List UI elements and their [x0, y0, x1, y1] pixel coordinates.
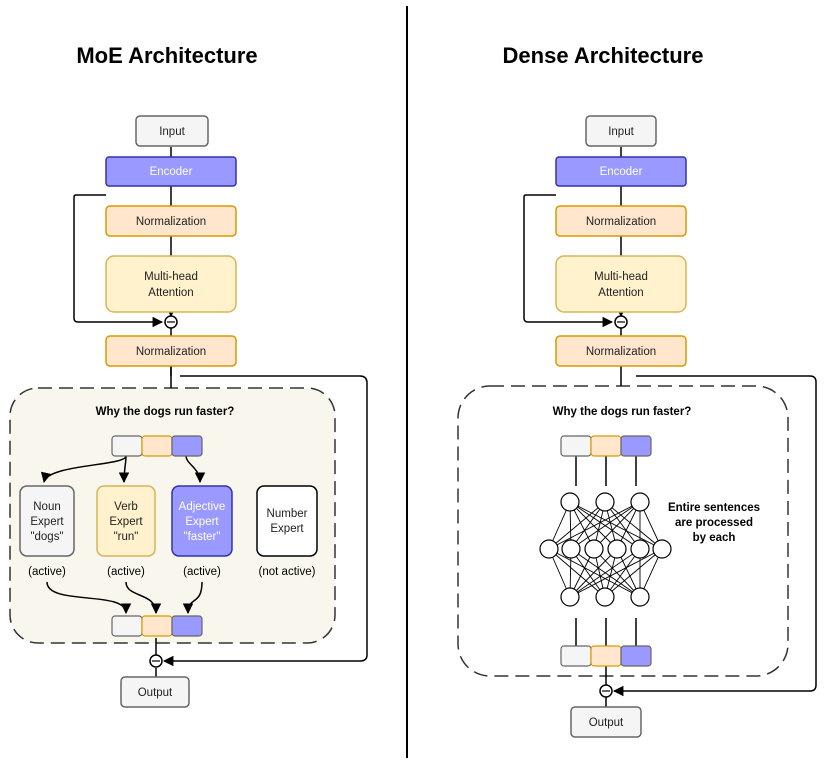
moe-out-token-adjective: [171, 615, 203, 637]
dense-attention-label-2: Attention: [598, 287, 643, 299]
number-expert-box: [256, 485, 318, 557]
adjective-expert-line-1: Adjective: [179, 501, 226, 513]
noun-expert-line-3: "dogs": [30, 531, 63, 543]
adjective-expert-box: [171, 485, 233, 557]
number-expert-line-1: Number: [267, 508, 308, 520]
dense-residual-line: [523, 194, 614, 328]
dense-output-label: Output: [589, 717, 624, 729]
verb-expert-status: (active): [107, 566, 145, 578]
moe-route-arrow: [118, 455, 130, 484]
moe-residual-line: [73, 194, 164, 328]
dense-norm1-label: Normalization: [586, 216, 656, 228]
moe-encoder-box: [105, 156, 237, 187]
verb-expert-line-3: "run": [114, 531, 139, 543]
dense-token-1: [560, 435, 592, 457]
moe-attention-label-1: Multi-head: [144, 271, 198, 283]
adjective-expert-line-3: "faster": [184, 531, 221, 543]
moe-output-label: Output: [138, 687, 173, 699]
dense-output-box: [570, 706, 642, 738]
verb-expert-line-1: Verb: [114, 501, 138, 513]
noun-expert-line-2: Expert: [30, 516, 64, 528]
dense-input-box: [585, 115, 657, 147]
moe-input-label: Input: [159, 126, 185, 138]
moe-title: MoE Architecture: [76, 43, 257, 68]
number-expert-status: (not active): [259, 566, 316, 578]
moe-merge-arrow: [182, 581, 203, 615]
moe-norm1-label: Normalization: [136, 216, 206, 228]
moe-out-token-noun: [111, 615, 143, 637]
dense-note-line-2: are processed: [675, 517, 753, 529]
verb-expert-line-2: Expert: [109, 516, 143, 528]
moe-norm2-label: Normalization: [136, 346, 206, 358]
dense-encoder-label: Encoder: [600, 166, 643, 178]
dense-attention-label-1: Multi-head: [594, 271, 648, 283]
dense-note-line-3: by each: [693, 532, 736, 544]
moe-token-noun: [111, 435, 143, 457]
moe-output-box: [120, 676, 190, 708]
dense-out-token-1: [560, 645, 592, 667]
adjective-expert-status: (active): [183, 566, 221, 578]
moe-route-arrow: [40, 455, 127, 484]
dense-norm2-label: Normalization: [586, 346, 656, 358]
moe-norm2-box: [105, 335, 237, 367]
moe-token-adjective: [171, 435, 203, 457]
moe-question: Why the dogs run faster?: [96, 406, 235, 418]
dense-residual-line: [612, 375, 817, 697]
noun-expert-status: (active): [28, 566, 66, 578]
dense-out-token-3: [620, 645, 652, 667]
moe-attention-label-2: Attention: [148, 287, 193, 299]
moe-norm1-box: [105, 205, 237, 237]
moe-merge-arrow: [125, 581, 162, 615]
moe-attention-box: [105, 255, 237, 313]
dense-token-2: [590, 435, 622, 457]
moe-token-verb: [141, 435, 173, 457]
adjective-expert-line-2: Expert: [185, 516, 219, 528]
dense-norm2-box: [555, 335, 687, 367]
noun-expert-line-1: Noun: [33, 501, 61, 513]
dense-question: Why the dogs run faster?: [553, 406, 692, 418]
moe-route-arrow: [185, 455, 206, 484]
dense-note-line-1: Entire sentences: [668, 502, 760, 514]
moe-residual-line: [162, 375, 368, 667]
moe-out-token-verb: [141, 615, 173, 637]
number-expert-line-2: Expert: [270, 523, 304, 535]
moe-encoder-label: Encoder: [150, 166, 193, 178]
dense-neural-network: [539, 486, 672, 618]
dense-encoder-box: [555, 156, 687, 187]
dense-title: Dense Architecture: [503, 43, 704, 68]
noun-expert-box: [19, 485, 75, 557]
verb-expert-box: [96, 485, 156, 557]
dense-out-token-2: [590, 645, 622, 667]
moe-input-box: [135, 115, 209, 147]
dense-token-3: [620, 435, 652, 457]
dense-input-label: Input: [608, 126, 634, 138]
dense-norm1-box: [555, 205, 687, 237]
moe-merge-arrow: [46, 581, 132, 615]
dense-attention-box: [555, 255, 687, 313]
